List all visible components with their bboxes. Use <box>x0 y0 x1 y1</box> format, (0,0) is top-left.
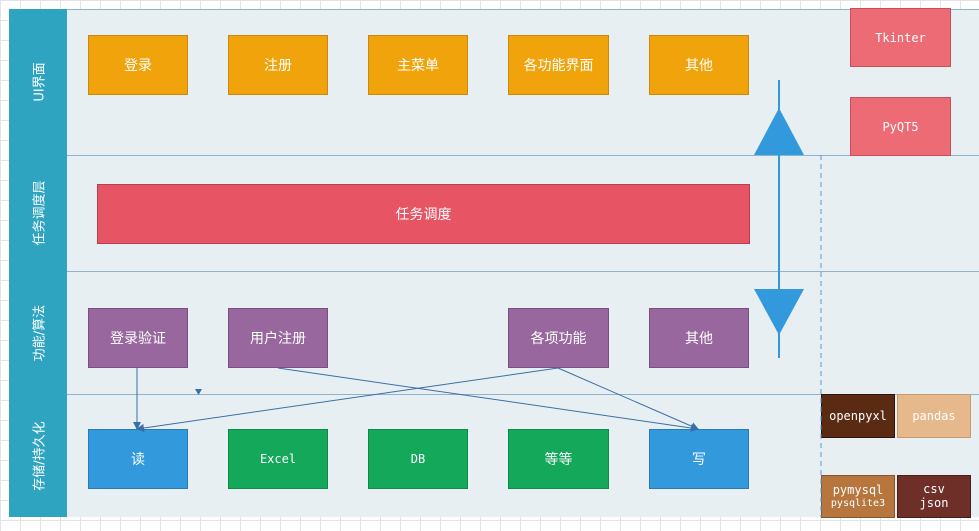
lane-header-func: 功能/算法 <box>9 271 67 394</box>
store-write-box[interactable]: 写 <box>649 429 749 489</box>
ui-feature-screens-box[interactable]: 各功能界面 <box>508 35 609 95</box>
store-excel-label: Excel <box>259 452 297 466</box>
store-write-label: 写 <box>692 452 706 468</box>
lib-pymysql-label: pymysql <box>832 483 884 498</box>
ui-other-label: 其他 <box>685 58 713 74</box>
lane-header-store: 存储/持久化 <box>9 394 67 517</box>
ui-login-box[interactable]: 登录 <box>88 35 188 95</box>
connector-features-to-read <box>136 367 559 432</box>
lib-pandas-box[interactable]: pandas <box>897 394 971 438</box>
connector-user-register-to-write <box>277 367 699 432</box>
ui-feature-screens-label: 各功能界面 <box>523 58 594 74</box>
ui-register-label: 注册 <box>264 58 292 74</box>
small-marker <box>195 389 202 395</box>
func-login-verify-label: 登录验证 <box>110 331 166 347</box>
func-user-register-label: 用户注册 <box>250 331 306 347</box>
lib-pysqlite3-label: pysqlite3 <box>830 497 886 509</box>
lib-csv-json-box[interactable]: csv json <box>897 475 971 518</box>
lib-csv-label: csv <box>923 482 945 497</box>
lib-pymysql-box[interactable]: pymysql pysqlite3 <box>821 475 895 518</box>
func-login-verify-box[interactable]: 登录验证 <box>88 308 188 368</box>
store-read-box[interactable]: 读 <box>88 429 188 489</box>
store-db-label: DB <box>410 452 426 466</box>
ui-login-label: 登录 <box>124 58 152 74</box>
func-features-box[interactable]: 各项功能 <box>508 308 609 368</box>
lib-pyqt5-label: PyQT5 <box>882 119 919 134</box>
ui-other-box[interactable]: 其他 <box>649 35 749 95</box>
func-user-register-box[interactable]: 用户注册 <box>228 308 328 368</box>
ui-main-menu-label: 主菜单 <box>397 58 439 74</box>
lane-header-task: 任务调度层 <box>9 155 67 271</box>
dispatch-arrow-down-head <box>754 289 804 335</box>
lib-json-label: json <box>919 495 949 510</box>
func-other-label: 其他 <box>685 331 713 347</box>
connector-features-to-write <box>557 367 699 430</box>
store-etc-box[interactable]: 等等 <box>508 429 609 489</box>
func-features-label: 各项功能 <box>530 331 587 347</box>
lib-tkinter-box[interactable]: Tkinter <box>850 8 951 67</box>
store-read-label: 读 <box>131 452 145 468</box>
task-dispatch-label: 任务调度 <box>395 207 452 223</box>
lib-pyqt5-box[interactable]: PyQT5 <box>850 97 951 156</box>
lib-pandas-label: pandas <box>912 409 956 423</box>
lib-tkinter-label: Tkinter <box>875 30 926 45</box>
func-other-box[interactable]: 其他 <box>649 308 749 368</box>
ui-register-box[interactable]: 注册 <box>228 35 328 95</box>
lane-header-ui: UI界面 <box>9 9 67 155</box>
ui-main-menu-box[interactable]: 主菜单 <box>368 35 468 95</box>
dispatch-arrow-up-head <box>754 108 804 155</box>
store-db-box[interactable]: DB <box>368 429 468 489</box>
store-etc-label: 等等 <box>544 452 573 468</box>
store-excel-box[interactable]: Excel <box>228 429 328 489</box>
task-dispatch-box[interactable]: 任务调度 <box>97 184 750 244</box>
lib-openpyxl-label: openpyxl <box>829 409 887 423</box>
